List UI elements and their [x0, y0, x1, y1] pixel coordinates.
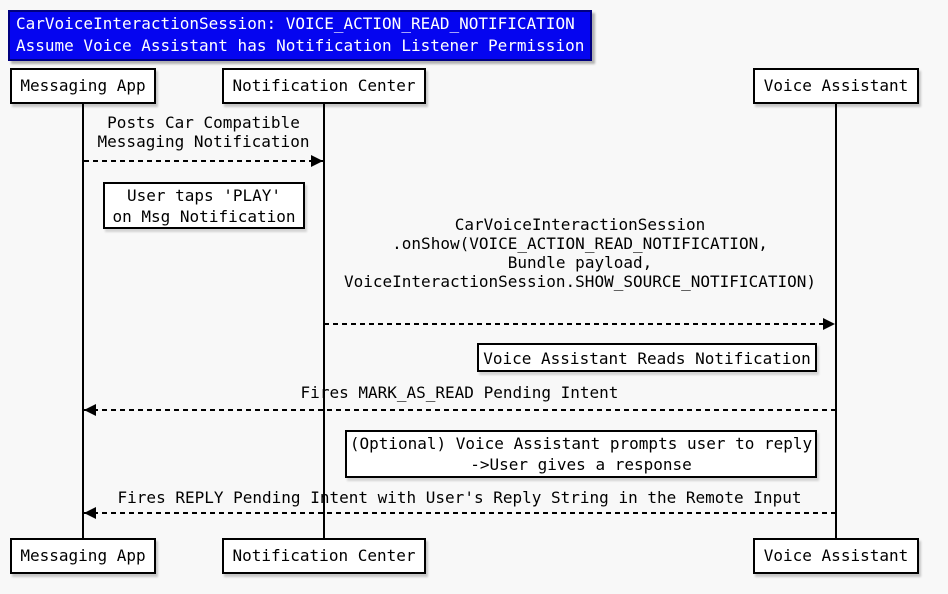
- dashed-line: [84, 160, 323, 162]
- participant-notification-center-top: Notification Center: [222, 68, 426, 104]
- participant-voice-assistant-top: Voice Assistant: [753, 68, 919, 104]
- message-label-posts-notification: Posts Car Compatible Messaging Notificat…: [97, 113, 310, 151]
- lifeline-messaging-app: [82, 104, 84, 538]
- message-label-onshow: CarVoiceInteractionSession .onShow(VOICE…: [343, 215, 816, 291]
- message-arrow-posts-notification: [84, 155, 323, 167]
- message-arrow-onshow: [324, 318, 835, 330]
- participant-messaging-app-bottom: Messaging App: [10, 538, 156, 574]
- message-arrow-reply-intent: [84, 507, 835, 519]
- dashed-line: [84, 409, 835, 411]
- arrowhead-right-icon: [311, 155, 323, 167]
- note-user-taps-play: User taps 'PLAY' on Msg Notification: [103, 182, 305, 229]
- diagram-title: CarVoiceInteractionSession: VOICE_ACTION…: [8, 10, 593, 61]
- dashed-line: [84, 512, 835, 514]
- lifeline-voice-assistant: [835, 104, 837, 538]
- arrowhead-left-icon: [84, 507, 96, 519]
- participant-messaging-app-top: Messaging App: [10, 68, 156, 104]
- arrowhead-left-icon: [84, 404, 96, 416]
- note-va-reads-notification: Voice Assistant Reads Notification: [477, 343, 817, 372]
- message-label-mark-as-read: Fires MARK_AS_READ Pending Intent: [300, 383, 619, 402]
- lifeline-notification-center: [323, 104, 325, 538]
- participant-voice-assistant-bottom: Voice Assistant: [753, 538, 919, 574]
- note-optional-reply: (Optional) Voice Assistant prompts user …: [345, 430, 817, 478]
- message-arrow-mark-as-read: [84, 404, 835, 416]
- participant-notification-center-bottom: Notification Center: [222, 538, 426, 574]
- dashed-line: [324, 323, 835, 325]
- arrowhead-right-icon: [823, 318, 835, 330]
- message-label-reply-intent: Fires REPLY Pending Intent with User's R…: [117, 488, 802, 507]
